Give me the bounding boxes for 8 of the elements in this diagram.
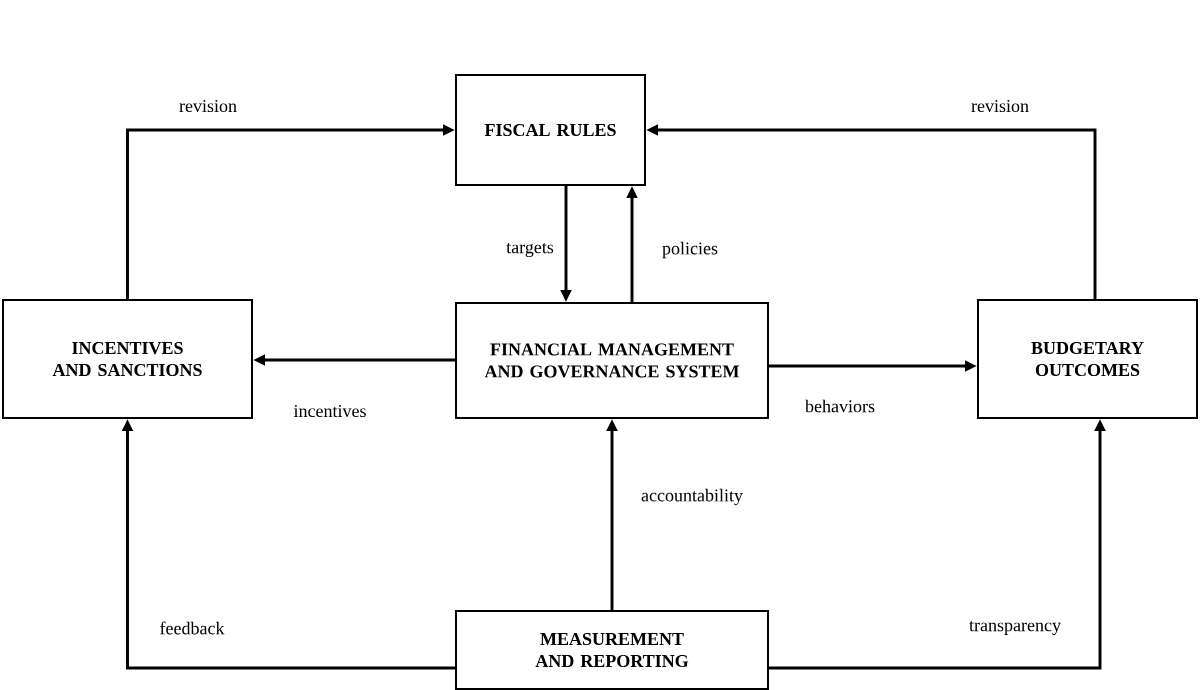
edge-label: accountability <box>639 487 745 507</box>
process-box: BUDGETARY OUTCOMES <box>977 299 1198 419</box>
edge-label: feedback <box>158 620 226 636</box>
process-box: INCENTIVES AND SANCTIONS <box>2 299 253 419</box>
process-box: FISCAL RULES <box>455 74 646 186</box>
edge-label: behaviors <box>803 398 877 414</box>
process-box: FINANCIAL MANAGEMENT AND GOVERNANCE SYSTEM <box>455 302 769 419</box>
process-box: MEASUREMENT AND REPORTING <box>455 610 769 690</box>
